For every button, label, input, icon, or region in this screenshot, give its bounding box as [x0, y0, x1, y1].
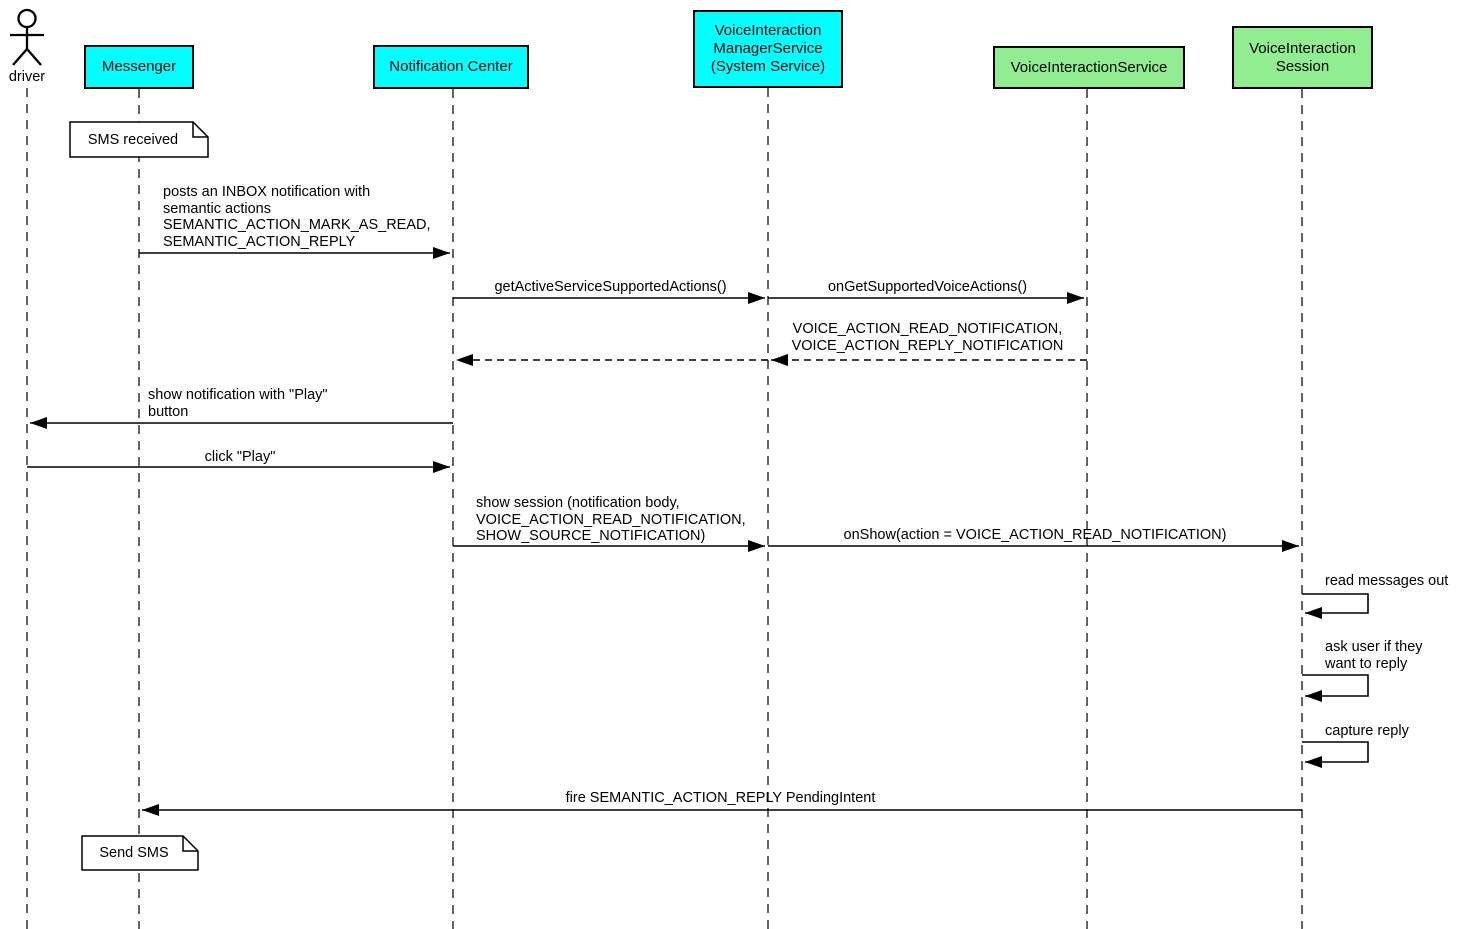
- participant-voiceinteractionservice: VoiceInteractionService: [993, 46, 1185, 89]
- label-show-notification-play: show notification with "Play" button: [148, 387, 328, 420]
- lifelines: [26, 88, 1303, 929]
- arrow-self-capture-reply: [1302, 741, 1369, 768]
- label-fire-semantic-action-reply: fire SEMANTIC_ACTION_REPLY PendingIntent: [565, 790, 876, 806]
- note-send-sms-fold-icon: [182, 836, 198, 852]
- label-show-session: show session (notification body, VOICE_A…: [476, 495, 746, 544]
- label-ask-user-reply: ask user if they want to reply: [1325, 639, 1423, 672]
- stick-figure-icon: [10, 8, 44, 66]
- label-on-get-supported-voice-actions: onGetSupportedVoiceActions(): [827, 279, 1028, 295]
- label-return-voice-actions: VOICE_ACTION_READ_NOTIFICATION, VOICE_AC…: [791, 321, 1064, 354]
- note-sms-received-fold-icon: [192, 122, 208, 138]
- note-sms-received: SMS received: [87, 131, 179, 148]
- note-send-sms-shape: [81, 835, 199, 871]
- arrow-self-read-messages-out: [1302, 593, 1369, 619]
- note-sms-received-shape: [69, 121, 209, 158]
- label-read-messages-out: read messages out: [1325, 573, 1449, 589]
- label-get-active-service-supported-actions: getActiveServiceSupportedActions(): [494, 279, 727, 295]
- label-on-show: onShow(action = VOICE_ACTION_READ_NOTIFI…: [843, 527, 1227, 543]
- label-click-play: click "Play": [204, 449, 276, 465]
- actor-driver-label: driver: [8, 69, 46, 85]
- arrow-self-ask-user-reply: [1302, 674, 1369, 702]
- note-shapes: [69, 121, 209, 871]
- note-send-sms: Send SMS: [99, 845, 169, 861]
- participant-messenger: Messenger: [84, 45, 194, 89]
- message-arrows: [27, 247, 1369, 816]
- label-posts-inbox-notification: posts an INBOX notification with semanti…: [163, 184, 431, 250]
- label-capture-reply: capture reply: [1325, 723, 1409, 739]
- participant-voiceinteraction-session: VoiceInteraction Session: [1232, 26, 1373, 89]
- participant-voiceinteraction-managerservice: VoiceInteraction ManagerService (System …: [693, 10, 843, 88]
- participant-notification-center: Notification Center: [373, 45, 529, 89]
